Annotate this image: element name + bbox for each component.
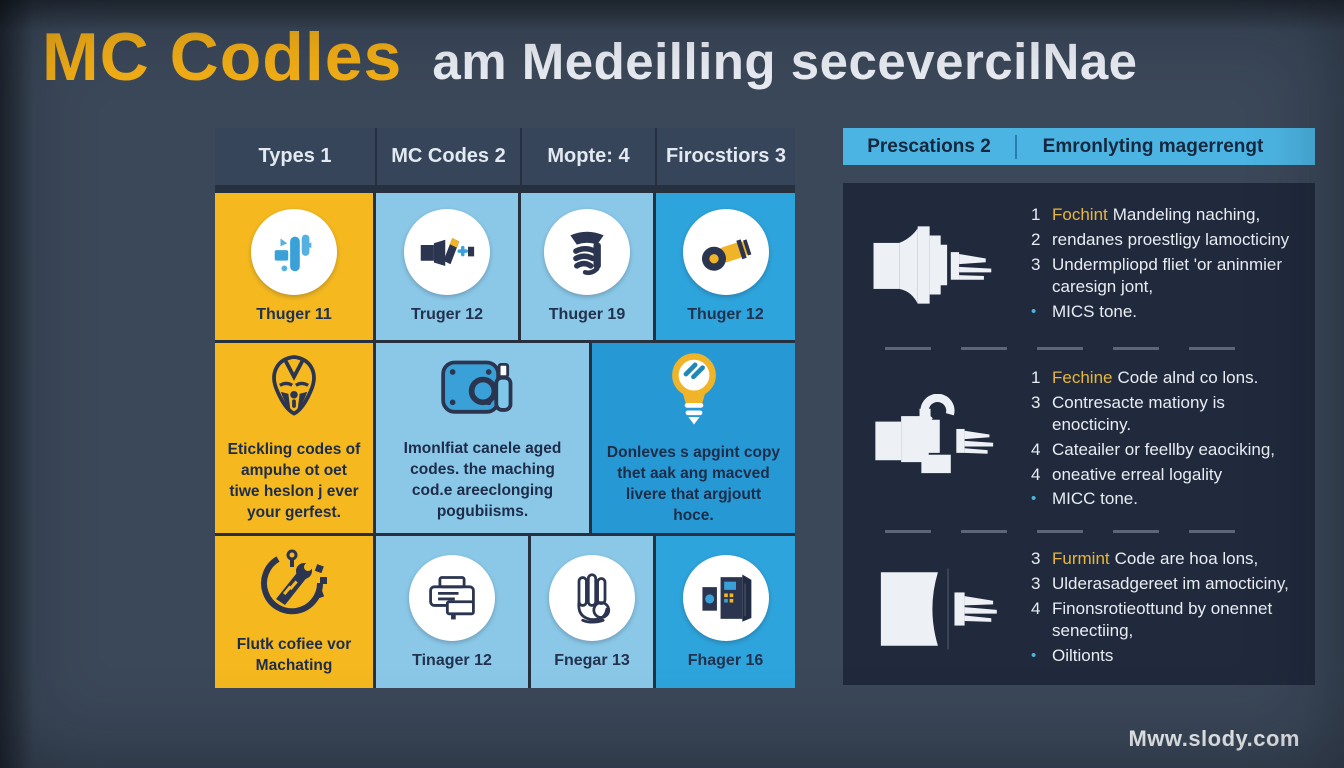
column-header-mc-codes: MC Codes 2 [375,128,520,185]
table-row: Flutk cofiee vor Machating Tinager 12 [215,536,795,688]
page-title: MC Codles am Medeilling secevercilNae [42,18,1138,96]
lightbulb-icon [671,353,716,425]
table-cell: Etickling codes of ampuhe ot oet tiwe he… [215,343,373,533]
icon-circle [409,554,495,641]
cell-text: Donleves s apgint copy thet aak ang macv… [606,444,781,524]
roller-icon [701,239,751,271]
dashed-divider [885,530,1260,533]
pump-icon [274,234,312,272]
cnc-machine-icon [701,573,751,622]
table-cell: Thuger 11 [215,193,373,340]
table-header-row: Types 1 MC Codes 2 Mopte: 4 Firocstiors … [215,128,795,185]
icon-circle [682,554,769,641]
hook-machine-icon [875,394,994,474]
injector-icon [420,238,475,266]
hand-icon [577,572,611,624]
table-cell: Donleves s apgint copy thet aak ang macv… [592,343,795,533]
table-cell: Imonlfiat canele aged codes. the maching… [376,343,589,533]
page-title-sub: am Medeilling secevercilNae [432,33,1138,90]
panel-header-right: Emronlyting magerrengt [1042,135,1264,157]
bullet-icon: • [1031,646,1037,664]
table-cell: Thuger 19 [521,193,653,340]
machine-icon [440,360,512,414]
panel-header-left: Prescations 2 [867,135,991,157]
screw-icon [570,231,604,276]
cell-text: Imonlfiat canele aged codes. the maching… [403,440,562,520]
cell-text: Etickling codes of ampuhe ot oet tiwe he… [227,441,361,521]
spindle-icon [873,226,992,304]
cell-label: Fnegar 13 [554,651,630,669]
list-item: •MICC tone. [1031,488,1303,511]
cell-label: Truger 12 [410,306,484,323]
mask-icon [272,355,316,416]
icon-circle [251,209,337,295]
bullet-icon: • [1031,490,1037,508]
dashed-divider [885,347,1260,350]
cell-text: Flutk cofiee vor Machating [236,636,352,674]
gear-tools-icon [261,549,327,615]
table-cell: Thuger 12 [656,193,795,340]
table-cell: Flutk cofiee vor Machating [215,536,373,688]
page-title-main: MC Codles [42,19,403,95]
table-cell: Fnegar 13 [531,536,653,688]
list-item: •MICS tone. [1031,301,1303,324]
bullet-icon: • [1031,302,1037,320]
block-nozzle-icon [880,568,997,650]
mc-codes-table: Types 1 MC Codes 2 Mopte: 4 Firocstiors … [215,128,795,688]
watermark-text: Mww.slody.com [1128,726,1300,751]
table-cell: Truger 12 [376,193,518,340]
column-header-mopte: Mopte: 4 [520,128,655,185]
cell-label: Tinager 12 [412,651,492,669]
printer-icon [429,575,475,619]
list-item: •Oiltionts [1031,645,1303,668]
table-row: Thuger 11 Truger 12 [215,193,795,340]
icon-circle [549,554,635,641]
icon-circle [544,209,630,295]
table-cell: Fhager 16 [656,536,795,688]
icon-circle [404,209,490,295]
cell-label: Fhager 16 [687,651,764,669]
header-divider [1015,134,1017,159]
cell-label: Thuger 19 [548,306,626,323]
icon-circle [682,209,769,295]
table-row: Etickling codes of ampuhe ot oet tiwe he… [215,343,795,533]
column-header-types: Types 1 [258,145,332,167]
table-cell: Tinager 12 [376,536,528,688]
cell-label: Thuger 11 [256,306,332,323]
panel-header-bar: Prescations 2 Emronlyting magerrengt [843,128,1315,165]
cell-label: Thuger 12 [687,306,764,323]
column-header-firocstiors: Firocstiors 3 [655,128,795,185]
